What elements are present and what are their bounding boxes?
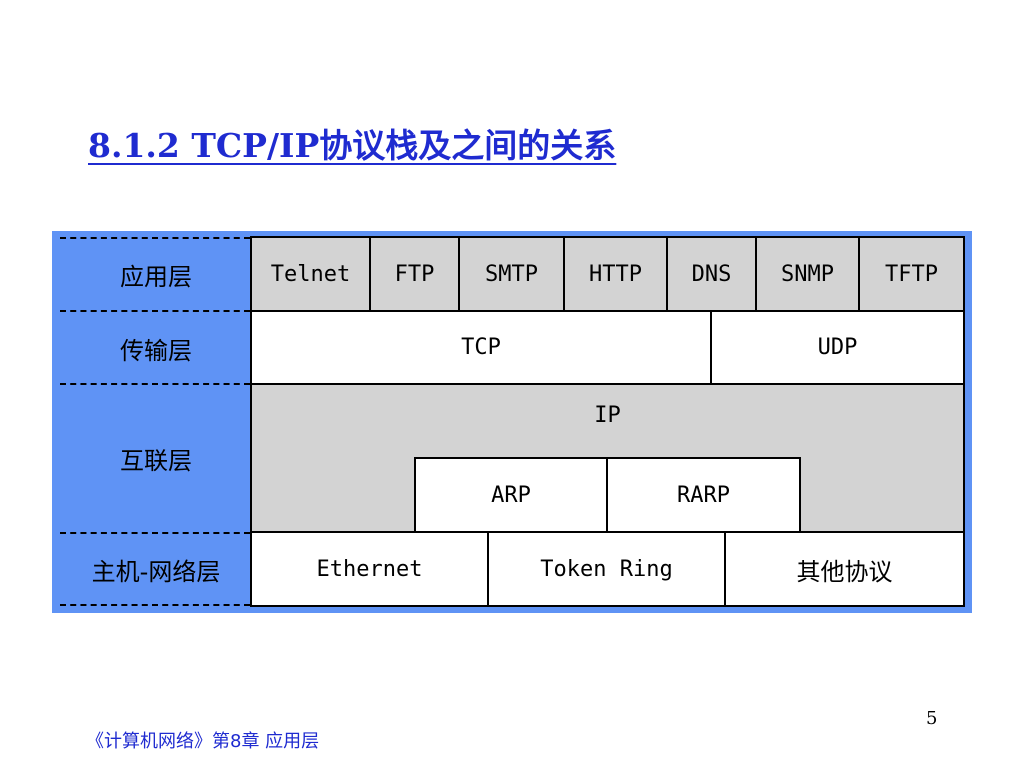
protocol-smtp: SMTP	[458, 236, 565, 312]
layer-label-internet: 互联层	[120, 446, 192, 475]
protocol-other: 其他协议	[724, 531, 965, 607]
protocol-udp: UDP	[710, 310, 965, 385]
protocol-tftp: TFTP	[858, 236, 965, 312]
layer-label-transport: 传输层	[120, 336, 192, 365]
layer-divider	[60, 383, 250, 385]
slide-title: 8.1.2 TCP/IP协议栈及之间的关系	[88, 126, 617, 165]
layer-divider	[60, 237, 250, 239]
tcpip-stack-diagram: 应用层 传输层 互联层 主机-网络层 Telnet FTP SMTP HTTP …	[52, 231, 972, 613]
layer-label-application: 应用层	[120, 262, 192, 291]
footer-text: 《计算机网络》第8章 应用层	[86, 731, 320, 752]
protocol-dns: DNS	[666, 236, 757, 312]
protocol-snmp: SNMP	[755, 236, 860, 312]
protocol-tcp: TCP	[250, 310, 712, 385]
protocol-ftp: FTP	[369, 236, 460, 312]
page-number: 5	[926, 708, 938, 729]
protocol-arp: ARP	[414, 457, 608, 533]
layer-divider	[60, 532, 250, 534]
protocol-telnet: Telnet	[250, 236, 371, 312]
layer-divider	[60, 310, 250, 312]
layer-label-host-network: 主机-网络层	[91, 557, 221, 586]
protocol-http: HTTP	[563, 236, 668, 312]
protocol-rarp: RARP	[606, 457, 801, 533]
protocol-token-ring: Token Ring	[487, 531, 726, 607]
layer-divider	[60, 604, 250, 606]
protocol-ethernet: Ethernet	[250, 531, 489, 607]
